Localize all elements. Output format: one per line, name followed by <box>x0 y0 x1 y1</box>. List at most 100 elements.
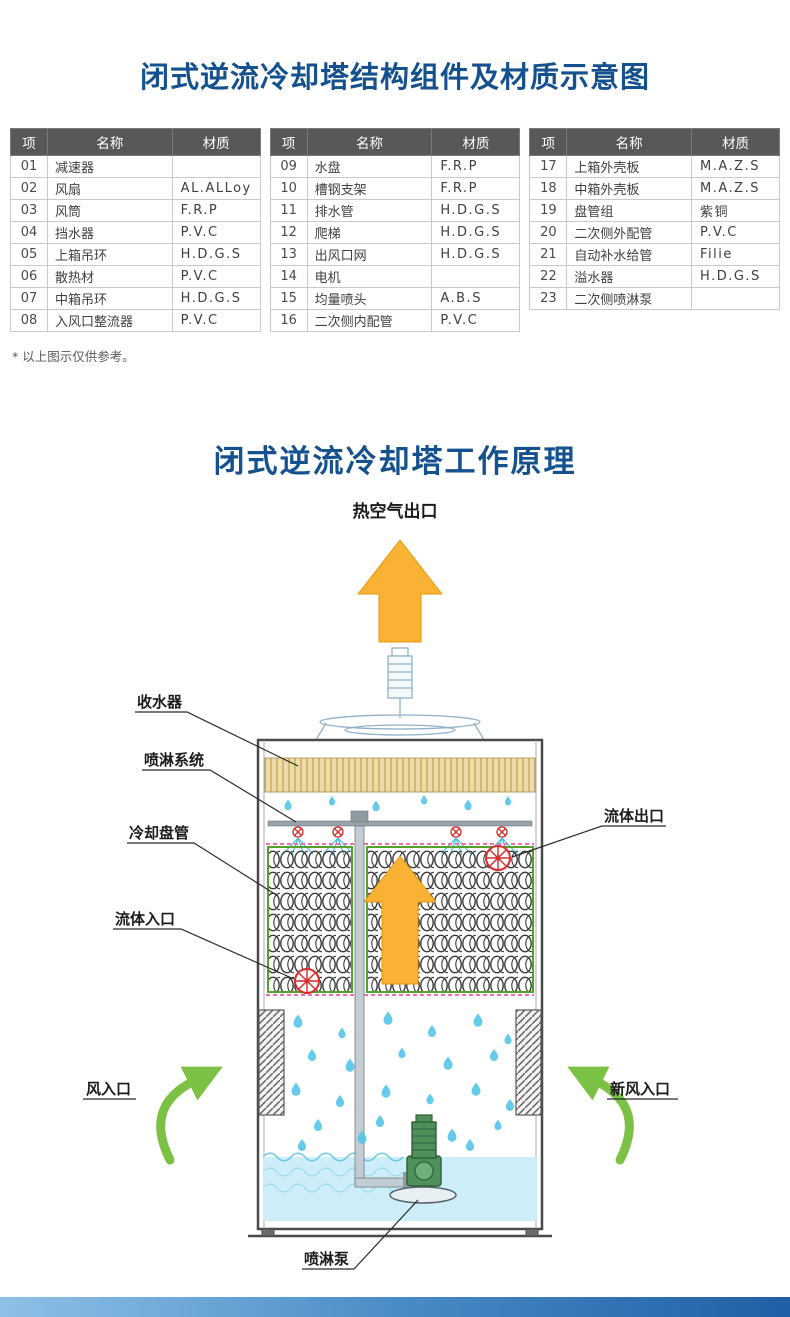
table-header: 项 名称 材质 <box>269 128 521 156</box>
label-fluid-outlet: 流体出口 <box>511 807 666 858</box>
cell-material: P.V.C <box>171 221 261 244</box>
cell-no: 23 <box>529 287 568 310</box>
cell-name: 风扇 <box>47 177 173 200</box>
cell-no: 22 <box>529 265 568 288</box>
diagram-container: 热空气出口 <box>0 492 790 1296</box>
cell-material: P.V.C <box>171 309 261 332</box>
label-air-inlet: 风入口 <box>83 1080 136 1100</box>
cell-no: 10 <box>269 177 308 200</box>
hot-air-arrow <box>357 539 443 643</box>
header-item: 项 <box>10 128 48 156</box>
table-header: 项 名称 材质 <box>529 128 781 156</box>
pump-suction-pipe <box>354 1177 408 1188</box>
svg-text:新风入口: 新风入口 <box>610 1080 670 1098</box>
pump-base <box>389 1186 457 1204</box>
cell-no: 06 <box>10 265 48 288</box>
airflow-arrow-left <box>156 1066 223 1165</box>
fluid-inlet-valve <box>294 968 320 994</box>
cell-no: 11 <box>269 199 308 222</box>
cell-name: 中箱外壳板 <box>566 177 693 200</box>
updraft-arrow <box>363 855 437 985</box>
header-name: 名称 <box>306 128 433 156</box>
cell-no: 02 <box>10 177 48 200</box>
leader-line <box>302 1199 419 1270</box>
label-hot-air-outlet: 热空气出口 <box>353 501 438 522</box>
air-inlet-louver-right <box>515 1009 542 1116</box>
cell-material: A.B.S <box>431 287 521 310</box>
header-name: 名称 <box>47 128 173 156</box>
label-water-collector: 收水器 <box>135 693 299 767</box>
svg-text:流体出口: 流体出口 <box>604 807 664 825</box>
leader-line <box>113 928 295 980</box>
table-header: 项 名称 材质 <box>10 128 261 156</box>
motor-body <box>387 655 413 699</box>
cell-name: 均量喷头 <box>306 287 433 310</box>
cell-no: 18 <box>529 177 568 200</box>
cell-no: 07 <box>10 287 48 310</box>
cell-no: 20 <box>529 221 568 244</box>
header-material: 材质 <box>171 128 261 156</box>
airflow-arrow-right <box>567 1066 634 1165</box>
label-spray-system: 喷淋系统 <box>142 751 297 823</box>
svg-text:风入口: 风入口 <box>86 1080 131 1098</box>
cell-material: F.R.P <box>431 155 521 178</box>
cell-no: 03 <box>10 199 48 222</box>
cell-no: 05 <box>10 243 48 266</box>
drift-eliminator <box>264 757 536 793</box>
cell-name: 槽钢支架 <box>306 177 433 200</box>
svg-text:流体入口: 流体入口 <box>115 910 175 928</box>
cell-name: 电机 <box>306 265 433 288</box>
cell-no: 21 <box>529 243 568 266</box>
cell-name: 二次侧内配管 <box>306 309 433 332</box>
cell-name: 二次侧喷淋泵 <box>566 287 693 310</box>
cell-material: H.D.G.S <box>431 199 521 222</box>
svg-text:收水器: 收水器 <box>137 693 183 711</box>
cell-name: 上箱吊环 <box>47 243 173 266</box>
structure-title: 闭式逆流冷却塔结构组件及材质示意图 <box>139 60 650 94</box>
cell-material: H.D.G.S <box>171 243 261 266</box>
cell-material: M.A.Z.S <box>691 177 781 200</box>
cell-name: 排水管 <box>306 199 433 222</box>
leader-line <box>135 711 299 767</box>
cell-material: P.V.C <box>431 309 521 332</box>
cell-no: 13 <box>269 243 308 266</box>
cell-material <box>431 265 521 288</box>
cooling-coil-left <box>267 846 353 993</box>
cell-material: H.D.G.S <box>431 221 521 244</box>
cell-material: Filie <box>691 243 781 266</box>
label-fresh-air-inlet: 新风入口 <box>607 1080 678 1100</box>
cell-name: 爬梯 <box>306 221 433 244</box>
cell-material <box>691 287 781 310</box>
cell-name: 入风口整流器 <box>47 309 173 332</box>
cell-material: F.R.P <box>171 199 261 222</box>
leader-line <box>511 825 666 858</box>
header-material: 材质 <box>691 128 781 156</box>
leader-line <box>127 842 279 897</box>
spray-pump <box>354 1114 457 1204</box>
cell-no: 15 <box>269 287 308 310</box>
cell-material <box>171 155 261 178</box>
cell-material: M.A.Z.S <box>691 155 781 178</box>
cell-name: 盘管组 <box>566 199 693 222</box>
header-item: 项 <box>269 128 308 156</box>
svg-text:喷淋系统: 喷淋系统 <box>144 751 204 769</box>
cell-material: 紫铜 <box>691 199 781 222</box>
header-name: 名称 <box>566 128 693 156</box>
